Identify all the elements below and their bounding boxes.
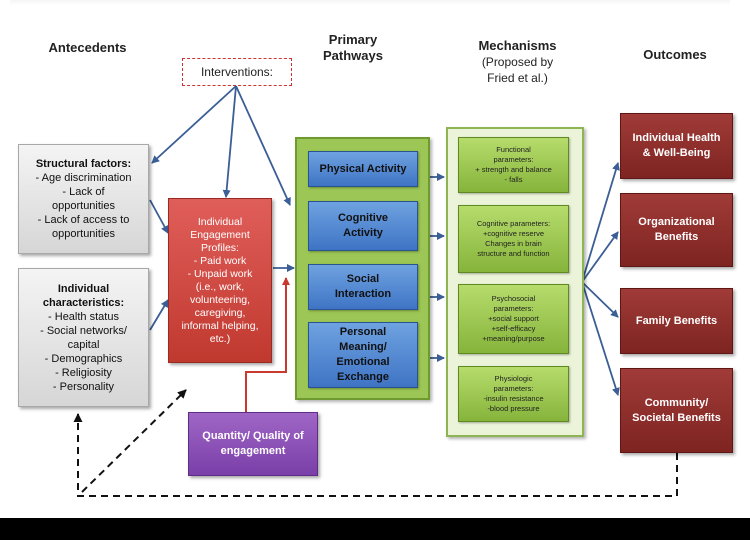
mechanism-psychosocial: Psychosocial parameters: +social support…	[458, 284, 569, 354]
mechanism-line: parameters:	[493, 384, 534, 393]
pathway-personal-meaning: Personal Meaning/ Emotional Exchange	[308, 322, 418, 388]
header-primary-line2: Pathways	[323, 48, 383, 63]
pathway-label: Exchange	[337, 371, 389, 383]
outcome-community-societal: Community/ Societal Benefits	[620, 368, 733, 453]
structural-line: opportunities	[52, 228, 115, 240]
header-mechanisms: Mechanisms (Proposed by Fried et al.)	[455, 38, 580, 86]
engagement-line: etc.)	[209, 332, 231, 345]
pathway-label: Activity	[343, 227, 383, 239]
pathway-label: Social	[346, 273, 380, 285]
interventions-label: Interventions:	[200, 65, 274, 79]
mechanism-line: Cognitive parameters:	[476, 219, 551, 228]
mechanism-line: parameters:	[493, 304, 534, 313]
mechanism-line: +social support	[488, 314, 539, 323]
pathway-physical-activity: Physical Activity	[308, 151, 418, 187]
outcome-family: Family Benefits	[620, 288, 733, 354]
outcome-line: Family Benefits	[635, 314, 718, 327]
outcome-line: & Well-Being	[642, 147, 711, 159]
individual-line: - Health status	[48, 310, 119, 323]
quantity-line-1: Quantity/ Quality of	[202, 430, 304, 442]
header-mechanisms-sub1: (Proposed by	[481, 55, 554, 69]
engagement-line: informal helping,	[181, 319, 259, 332]
pathway-label: Interaction	[334, 288, 392, 300]
outcome-individual-health: Individual Health & Well-Being	[620, 113, 733, 179]
structural-factors-title: Structural factors:	[35, 158, 132, 170]
header-mechanisms-title: Mechanisms	[478, 38, 557, 53]
interventions-box: Interventions:	[182, 58, 292, 86]
engagement-line: caregiving,	[194, 306, 246, 319]
header-primary-pathways: Primary Pathways	[303, 32, 403, 64]
structural-line: - Lack of	[62, 186, 105, 198]
mechanism-line: +cognitive reserve	[482, 229, 545, 238]
pathway-label: Cognitive	[337, 212, 389, 224]
mechanism-line: -insulin resistance	[483, 394, 544, 403]
mechanism-line: Psychosocial	[491, 294, 536, 303]
mechanism-line: +meaning/purpose	[482, 334, 545, 343]
engagement-title-2: Engagement	[190, 228, 250, 241]
mechanism-line: Functional	[496, 145, 531, 154]
outcome-line: Societal Benefits	[632, 411, 721, 424]
mechanism-line: parameters:	[493, 155, 534, 164]
individual-characteristics-box: Individual characteristics: - Health sta…	[18, 268, 149, 407]
individual-title-1: Individual	[57, 282, 110, 295]
individual-line: - Social networks/	[40, 324, 127, 337]
mechanism-line: structure and function	[477, 249, 550, 258]
header-antecedents-text: Antecedents	[48, 40, 127, 55]
engagement-line: - Unpaid work	[187, 267, 253, 280]
structural-line: opportunities	[52, 200, 115, 212]
mechanism-line: Changes in brain	[485, 239, 542, 248]
structural-line: - Lack of access to	[37, 214, 130, 226]
structural-line: - Age discrimination	[35, 172, 132, 184]
engagement-line: (i.e., work,	[195, 280, 245, 293]
structural-factors-box: Structural factors: - Age discrimination…	[18, 144, 149, 254]
outcome-line: Organizational	[638, 216, 715, 228]
pathway-label: Personal	[339, 326, 387, 338]
mechanism-line: + strength and balance	[475, 165, 552, 174]
mechanism-cognitive: Cognitive parameters: +cognitive reserve…	[458, 205, 569, 273]
individual-line: - Demographics	[44, 352, 123, 365]
mechanism-line: +self-efficacy	[491, 324, 536, 333]
engagement-title-1: Individual	[197, 215, 243, 228]
pathway-cognitive-activity: Cognitive Activity	[308, 201, 418, 251]
mechanism-functional: Functional parameters: + strength and ba…	[458, 137, 569, 193]
engagement-line: - Paid work	[193, 254, 247, 267]
mechanism-line: - falls	[504, 175, 523, 184]
header-antecedents: Antecedents	[40, 40, 135, 56]
header-mechanisms-sub2: Fried et al.)	[487, 71, 548, 85]
header-outcomes-text: Outcomes	[643, 47, 707, 62]
quantity-line-2: engagement	[220, 445, 286, 457]
pathway-social-interaction: Social Interaction	[308, 264, 418, 310]
mechanism-line: -blood pressure	[487, 404, 540, 413]
engagement-line: volunteering,	[189, 293, 251, 306]
pathway-label: Emotional	[336, 356, 390, 368]
engagement-profiles-box: Individual Engagement Profiles: - Paid w…	[168, 198, 272, 363]
outcome-organizational: Organizational Benefits	[620, 193, 733, 267]
outcome-line: Benefits	[654, 231, 699, 243]
individual-line: - Religiosity	[55, 366, 112, 379]
mechanism-physiologic: Physiologic parameters: -insulin resista…	[458, 366, 569, 422]
top-edge-strip	[10, 0, 730, 5]
header-outcomes: Outcomes	[625, 47, 725, 63]
header-primary-line1: Primary	[328, 32, 378, 47]
individual-title-2: characteristics:	[42, 296, 125, 309]
quantity-quality-box: Quantity/ Quality of engagement	[188, 412, 318, 476]
individual-line: - Personality	[52, 380, 115, 393]
individual-line: capital	[67, 338, 100, 351]
mechanism-line: Physiologic	[494, 374, 533, 383]
engagement-title-3: Profiles:	[201, 241, 239, 254]
outcome-line: Community/	[644, 396, 709, 409]
pathway-label: Meaning/	[339, 341, 387, 353]
pathway-label: Physical Activity	[319, 162, 407, 175]
outcome-line: Individual Health	[632, 132, 721, 144]
bottom-black-bar	[0, 518, 750, 540]
